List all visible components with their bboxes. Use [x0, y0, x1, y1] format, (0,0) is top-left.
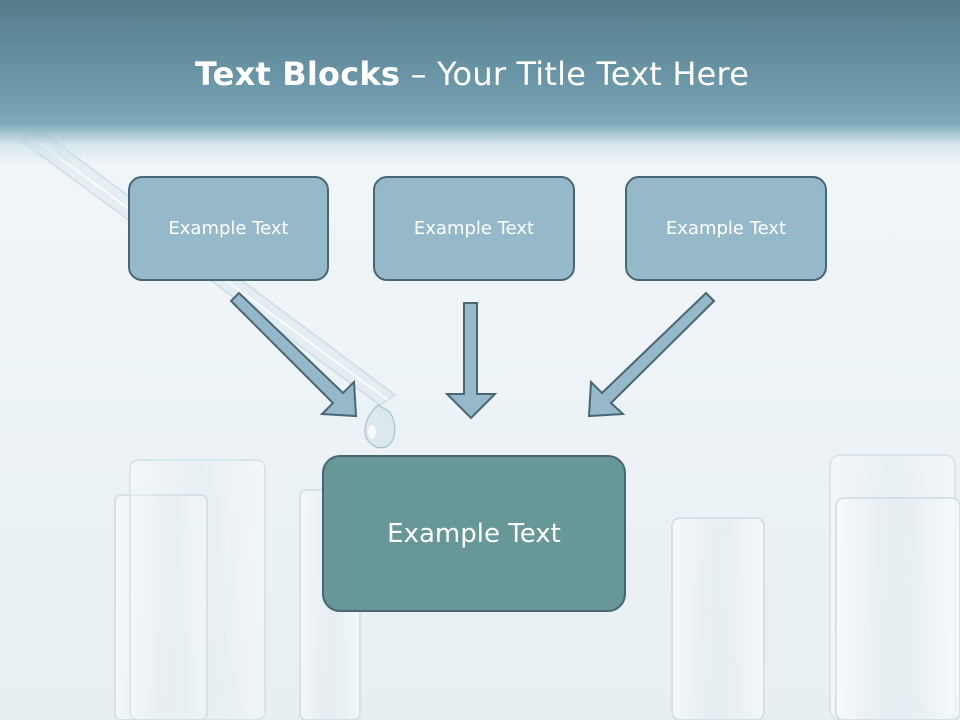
- text-block-left-label: Example Text: [168, 218, 289, 239]
- title-dash: –: [400, 55, 438, 93]
- slide-title: Text Blocks – Your Title Text Here: [0, 55, 944, 93]
- title-band: [0, 0, 960, 165]
- title-rest: Your Title Text Here: [437, 55, 750, 93]
- arrow-right-icon: [587, 291, 716, 418]
- arrow-left-icon: [229, 291, 358, 418]
- text-block-middle-label: Example Text: [413, 218, 535, 239]
- text-block-right[interactable]: Example Text: [625, 176, 827, 281]
- text-block-left[interactable]: Example Text: [128, 176, 329, 281]
- title-bold: Text Blocks: [194, 55, 401, 93]
- text-block-center-label: Example Text: [387, 518, 561, 549]
- text-block-center[interactable]: Example Text: [322, 455, 626, 612]
- arrow-down-icon: [444, 302, 498, 420]
- text-block-right-label: Example Text: [665, 218, 787, 239]
- text-block-middle[interactable]: Example Text: [373, 176, 575, 281]
